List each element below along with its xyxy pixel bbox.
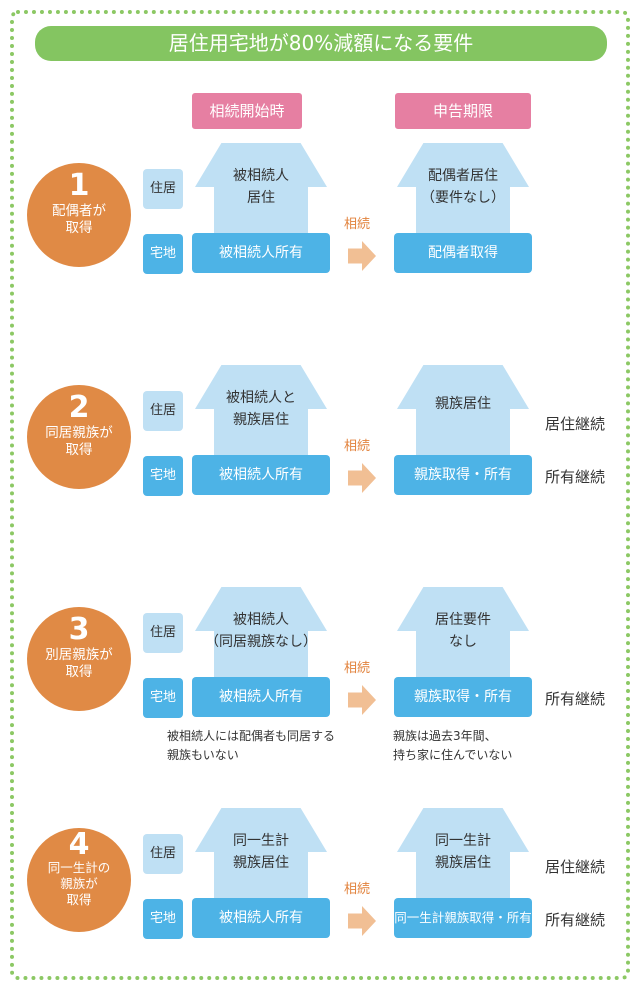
text-line: 別居親族が xyxy=(45,647,113,663)
case-number: 3 xyxy=(68,612,90,647)
text-line: 同一生計の xyxy=(47,860,111,875)
after-residence-text: 親族居住 xyxy=(394,393,532,415)
after-land-box: 配偶者取得 xyxy=(394,233,532,273)
text-line: 被相続人 xyxy=(233,168,289,184)
before-land-box: 被相続人所有 xyxy=(192,455,330,495)
before-land-box: 被相続人所有 xyxy=(192,233,330,273)
case-3: 3 別居親族が取得 住居 宅地 被相続人 （同居親族なし） 被相続人所有 相続 居… xyxy=(0,587,640,787)
acquirer-label: 同居親族が取得 xyxy=(27,425,131,459)
land-tag: 宅地 xyxy=(143,456,183,496)
after-land-box: 同一生計親族取得・所有 xyxy=(394,898,532,938)
header-before: 相続開始時 xyxy=(192,93,302,129)
residence-tag: 住居 xyxy=(143,613,183,653)
residence-continued: 居住継続 xyxy=(545,858,606,876)
before-house-icon: 同一生計親族居住 xyxy=(192,808,330,899)
text-line: 持ち家に住んでいない xyxy=(393,748,513,762)
text-line: 取得 xyxy=(65,220,93,236)
after-house-icon: 配偶者居住 （要件なし） xyxy=(394,143,532,234)
case-number: 2 xyxy=(68,390,90,425)
text-line: 配偶者居住 xyxy=(428,168,498,184)
acquirer-label: 別居親族が取得 xyxy=(27,647,131,681)
case-1: 1 配偶者が取得 住居 宅地 被相続人居住 被相続人所有 相続 配偶者居住 （要件… xyxy=(0,143,640,343)
arrow-right-icon xyxy=(348,906,376,936)
case-number-circle: 2 同居親族が取得 xyxy=(27,385,131,489)
before-residence-text: 被相続人と親族居住 xyxy=(192,387,330,431)
after-residence-text: 同一生計親族居住 xyxy=(394,830,532,874)
text-line: 親族居住 xyxy=(435,855,491,871)
text-line: 取得 xyxy=(65,664,93,680)
page-title: 居住用宅地が80%減額になる要件 xyxy=(35,26,607,61)
arrow-right-icon xyxy=(348,685,376,715)
text-line: 親族もいない xyxy=(167,748,239,762)
text-line: 同一生計 xyxy=(233,833,289,849)
note-before: 被相続人には配偶者も同居する親族もいない xyxy=(167,727,335,765)
ownership-continued: 所有継続 xyxy=(545,468,606,486)
case-number: 4 xyxy=(68,827,90,862)
after-land-box: 親族取得・所有 xyxy=(394,455,532,495)
text-line: 同一生計 xyxy=(435,833,491,849)
text-line: 被相続人には配偶者も同居する xyxy=(167,729,336,743)
text-line: 配偶者が xyxy=(52,203,106,219)
case-2: 2 同居親族が取得 住居 宅地 被相続人と親族居住 被相続人所有 相続 親族居住… xyxy=(0,365,640,565)
residence-continued: 居住継続 xyxy=(545,415,606,433)
text-line: なし xyxy=(449,634,477,650)
inheritance-label: 相続 xyxy=(344,439,371,454)
header-after: 申告期限 xyxy=(395,93,531,129)
case-number: 1 xyxy=(68,168,90,203)
case-number-circle: 3 別居親族が取得 xyxy=(27,607,131,711)
arrow-right-icon xyxy=(348,463,376,493)
text-line: 居住要件 xyxy=(435,612,491,628)
before-house-icon: 被相続人 （同居親族なし） xyxy=(192,587,330,678)
text-line: 居住 xyxy=(247,190,275,206)
dotted-border xyxy=(10,10,630,980)
after-house-icon: 居住要件なし xyxy=(394,587,532,678)
text-line: 取得 xyxy=(66,892,92,907)
case-number-circle: 4 同一生計の親族が取得 xyxy=(27,828,131,932)
land-tag: 宅地 xyxy=(143,234,183,274)
before-house-icon: 被相続人と親族居住 xyxy=(192,365,330,456)
text-line: 被相続人と xyxy=(226,390,296,406)
inheritance-label: 相続 xyxy=(344,661,371,676)
arrow-right-icon xyxy=(348,241,376,271)
after-house-icon: 親族居住 xyxy=(394,365,532,456)
after-residence-text: 配偶者居住 （要件なし） xyxy=(394,165,532,209)
residence-tag: 住居 xyxy=(143,169,183,209)
before-land-box: 被相続人所有 xyxy=(192,898,330,938)
before-residence-text: 被相続人 （同居親族なし） xyxy=(192,609,330,653)
text-line: （要件なし） xyxy=(421,190,505,206)
inheritance-label: 相続 xyxy=(344,882,371,897)
before-land-box: 被相続人所有 xyxy=(192,677,330,717)
acquirer-label: 同一生計の親族が取得 xyxy=(27,860,131,908)
case-number-circle: 1 配偶者が取得 xyxy=(27,163,131,267)
case-4: 4 同一生計の親族が取得 住居 宅地 同一生計親族居住 被相続人所有 相続 同一… xyxy=(0,808,640,1008)
text-line: 親族居住 xyxy=(435,396,491,412)
text-line: 同居親族が xyxy=(45,425,113,441)
text-line: （同居親族なし） xyxy=(205,634,317,650)
text-line: 被相続人 xyxy=(233,612,289,628)
before-residence-text: 同一生計親族居住 xyxy=(192,830,330,874)
text-line: 親族は過去3年間、 xyxy=(393,729,497,743)
after-land-box: 親族取得・所有 xyxy=(394,677,532,717)
text-line: 親族が xyxy=(60,876,98,891)
inheritance-label: 相続 xyxy=(344,217,371,232)
text-line: 親族居住 xyxy=(233,412,289,428)
after-residence-text: 居住要件なし xyxy=(394,609,532,653)
residence-tag: 住居 xyxy=(143,391,183,431)
text-line: 取得 xyxy=(65,442,93,458)
after-house-icon: 同一生計親族居住 xyxy=(394,808,532,899)
ownership-continued: 所有継続 xyxy=(545,690,606,708)
acquirer-label: 配偶者が取得 xyxy=(27,203,131,237)
before-house-icon: 被相続人居住 xyxy=(192,143,330,234)
ownership-continued: 所有継続 xyxy=(545,911,606,929)
residence-tag: 住居 xyxy=(143,834,183,874)
land-tag: 宅地 xyxy=(143,899,183,939)
note-after: 親族は過去3年間、持ち家に住んでいない xyxy=(393,727,512,765)
land-tag: 宅地 xyxy=(143,678,183,718)
before-residence-text: 被相続人居住 xyxy=(192,165,330,209)
text-line: 親族居住 xyxy=(233,855,289,871)
